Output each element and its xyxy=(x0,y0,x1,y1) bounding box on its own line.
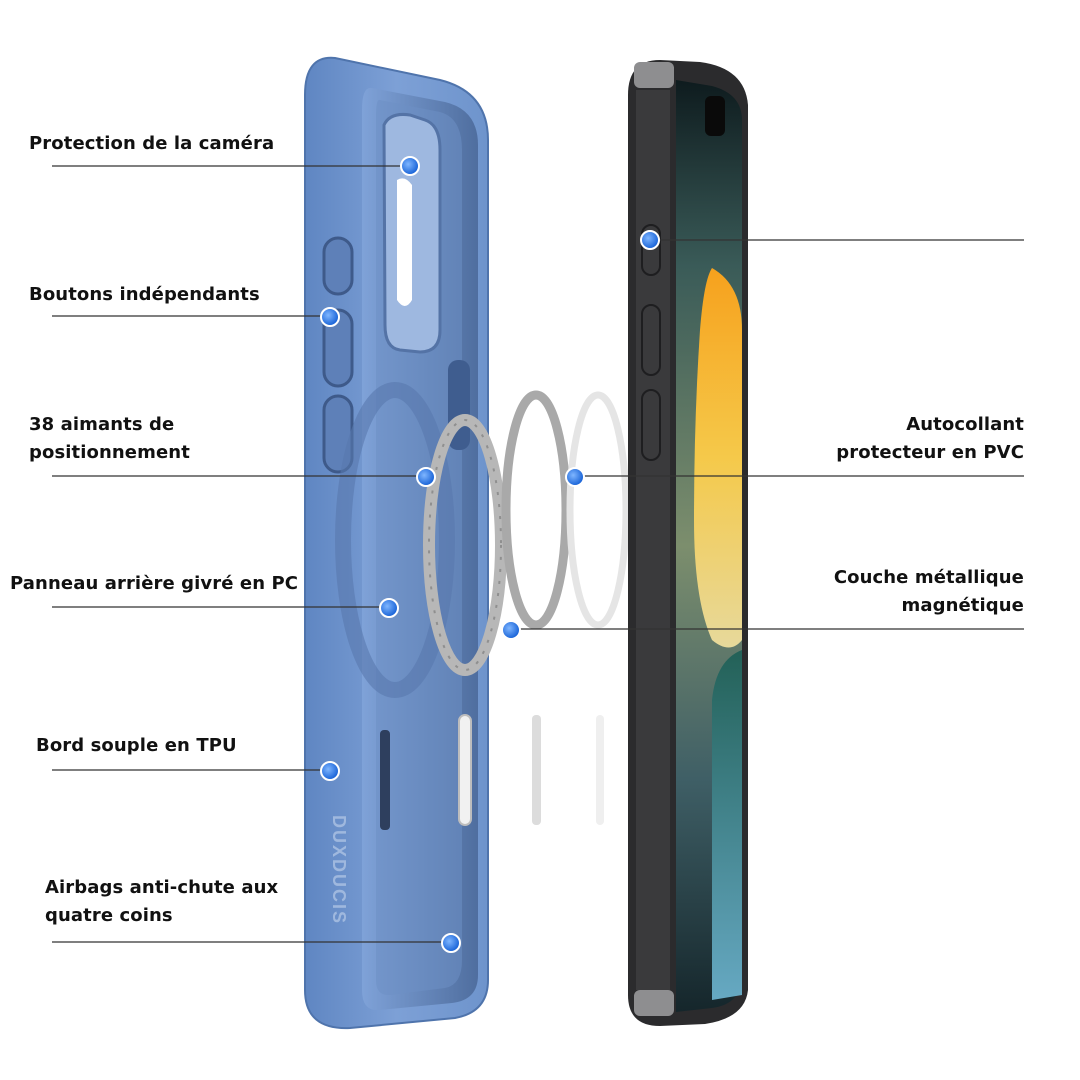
label-line: Couche métallique xyxy=(833,567,1024,588)
label-corner-airbags: Airbags anti-chute aux quatre coins xyxy=(45,874,278,930)
label-magnetic-metal-layer: Couche métallique magnétique xyxy=(834,564,1024,620)
phone-bottom-band xyxy=(634,990,674,1016)
magnet-ring-tab xyxy=(458,714,472,826)
label-line: Boutons indépendants xyxy=(29,284,260,305)
side-button-2 xyxy=(641,304,661,376)
label-independent-buttons: Boutons indépendants xyxy=(29,281,260,309)
screen-wallpaper-flame xyxy=(694,268,742,648)
pvc-sticker-ring xyxy=(566,391,630,629)
marker-camera xyxy=(400,156,420,176)
label-line: Protection de la caméra xyxy=(29,133,275,154)
marker-edge xyxy=(320,761,340,781)
label-pvc-sticker: Autocollant protecteur en PVC xyxy=(836,411,1024,467)
label-frosted-back-panel: Panneau arrière givré en PC xyxy=(10,570,298,598)
label-line: Autocollant xyxy=(906,414,1024,435)
label-line: magnétique xyxy=(901,595,1024,616)
label-line: Airbags anti-chute aux xyxy=(45,877,279,898)
marker-sticker xyxy=(565,467,585,487)
label-line: Panneau arrière givré en PC xyxy=(10,573,299,594)
pvc-sticker-tab xyxy=(596,715,604,825)
marker-airbags xyxy=(441,933,461,953)
marker-magnets xyxy=(416,467,436,487)
label-line: positionnement xyxy=(29,442,190,463)
metal-layer-tab xyxy=(532,715,541,825)
label-line: Bord souple en TPU xyxy=(36,735,237,756)
side-button-3 xyxy=(641,389,661,461)
label-line: protecteur en PVC xyxy=(836,442,1024,463)
smartphone xyxy=(628,60,748,1026)
front-camera-notch xyxy=(705,96,725,136)
marker-buttons xyxy=(320,307,340,327)
camera-window xyxy=(397,178,412,306)
screen-wallpaper-teal xyxy=(712,650,742,1000)
marker-screen xyxy=(640,230,660,250)
label-soft-tpu-edge: Bord souple en TPU xyxy=(36,732,237,760)
magnet-ring-shade xyxy=(428,419,502,671)
brand-mark: DUXDUCIS xyxy=(329,815,349,925)
phone-top-band xyxy=(634,62,674,88)
magnet-ring-imprint xyxy=(335,382,455,698)
lanyard-slot xyxy=(380,730,390,830)
leader-lines xyxy=(52,165,1024,943)
label-positioning-magnets: 38 aimants de positionnement xyxy=(29,411,190,467)
button-recess-2 xyxy=(322,308,354,388)
label-camera-protection: Protection de la caméra xyxy=(29,130,274,158)
markers xyxy=(320,156,660,953)
metal-layer-ring xyxy=(501,390,571,630)
marker-back xyxy=(379,598,399,618)
side-button-1 xyxy=(641,224,661,276)
marker-metal xyxy=(501,620,521,640)
label-line: 38 aimants de xyxy=(29,414,175,435)
phone-case: DUXDUCIS xyxy=(304,56,489,1030)
button-recess-1 xyxy=(322,236,354,296)
magnetic-rings xyxy=(423,390,630,826)
label-line: quatre coins xyxy=(45,905,173,926)
